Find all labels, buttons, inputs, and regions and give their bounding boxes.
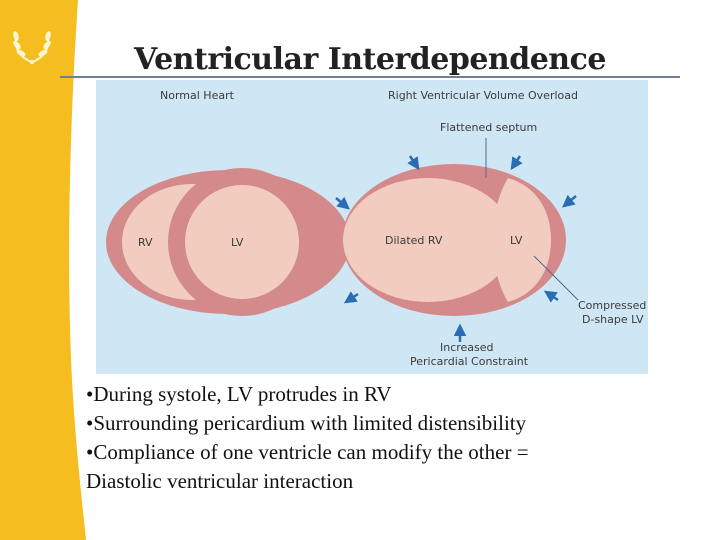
title-rule [60,76,680,78]
rv-overload-label: Right Ventricular Volume Overload [388,89,578,102]
bullet-list: •During systole, LV protrudes in RV •Sur… [86,380,686,496]
bullet-item: •During systole, LV protrudes in RV [86,382,392,406]
laurel-icon [6,18,58,70]
slide-title: Ventricular Interdependence [134,42,606,77]
normal-heart: RV LV [106,168,350,316]
ventricle-diagram: RV LV Dilated RV LV Normal Heart Right V… [96,80,648,374]
bullet-item: •Compliance of one ventricle can modify … [86,440,529,464]
increased-label: Increased [440,341,494,354]
pericardial-label: Pericardial Constraint [410,355,529,368]
flattened-septum-label: Flattened septum [440,121,537,134]
overload-lv-label: LV [510,234,523,247]
bullet-item: •Surrounding pericardium with limited di… [86,411,527,435]
arrow-icon [562,194,577,208]
dilated-rv-label: Dilated RV [385,234,443,247]
normal-rv-label: RV [138,236,153,249]
arrow-icon [543,290,559,303]
compression-arrows [335,155,577,342]
overload-heart: Dilated RV LV [342,164,566,316]
left-accent-band [0,0,100,540]
arrow-icon [343,291,359,304]
normal-heart-label: Normal Heart [160,89,235,102]
compressed-label-2: D-shape LV [582,313,644,326]
normal-lv-label: LV [231,236,244,249]
compressed-pointer [533,255,579,301]
title-block: Ventricular Interdependence [60,38,680,80]
arrow-icon [510,155,523,171]
bullet-item: Diastolic ventricular interaction [86,469,354,493]
arrow-icon [335,196,350,210]
compressed-label-1: Compressed [578,299,646,312]
arrow-icon [407,155,420,171]
